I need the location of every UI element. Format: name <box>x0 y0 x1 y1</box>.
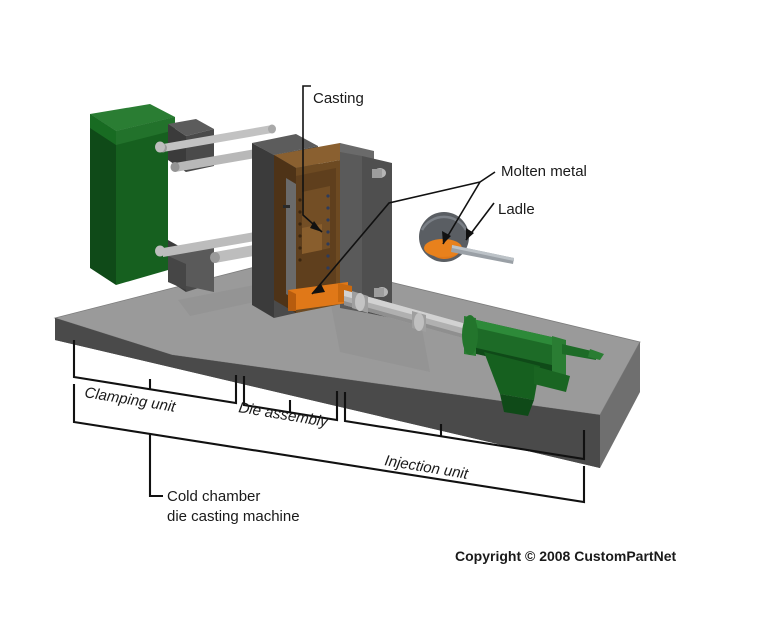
platen-right-front <box>362 156 392 318</box>
clamping-cylinder-block <box>90 104 175 285</box>
tie-bar-nub-lower <box>155 245 165 257</box>
ladle-molten-pool <box>424 239 462 257</box>
molten-leader-ladle <box>442 181 481 245</box>
stationary-platen-left <box>252 143 274 318</box>
injection-rod-end <box>588 349 604 360</box>
machine-label-line2: die casting machine <box>167 508 300 525</box>
molten-leader-stem <box>479 171 496 183</box>
injection-rod-tip <box>562 344 596 360</box>
machine-label-line1: Cold chamber <box>167 488 260 505</box>
ladle-rim <box>420 215 468 231</box>
die-face-sliver <box>286 178 296 300</box>
tie-bar-lower-front-cap <box>210 252 220 263</box>
tie-bar-upper-rear-cap <box>268 124 276 134</box>
moving-platen-window-side <box>168 160 186 250</box>
molten-leader-sleeve <box>311 181 481 295</box>
platen-leg-shade <box>168 256 186 290</box>
casting-label: Casting <box>313 90 364 107</box>
platen-right-top <box>340 143 374 160</box>
molten-metal-label: Molten metal <box>501 163 587 180</box>
ladle-leader-arrowhead <box>466 228 474 240</box>
clamp-block-left <box>90 114 116 285</box>
casting-leader-elbow <box>302 85 311 95</box>
plunger-collar-1-cap <box>355 293 365 311</box>
plunger-rod-highlight <box>344 290 470 330</box>
callout-molten-metal: Molten metal <box>311 163 587 295</box>
stationary-platen-top <box>252 134 318 155</box>
injection-cyl-body <box>468 318 556 372</box>
die-slot <box>283 205 290 208</box>
tie-bar-nub-upper <box>155 141 165 153</box>
copyright-notice: Copyright © 2008 CustomPartNet <box>455 548 676 564</box>
machine-bracket-leader <box>148 434 163 498</box>
clamp-block-bevel <box>116 117 175 145</box>
casting-leader-arrowhead <box>310 221 322 232</box>
callout-casting: Casting <box>302 85 364 233</box>
platen-bolt-upper-body <box>372 169 382 178</box>
plunger-collar-2-cap <box>414 313 424 331</box>
injection-mount-right <box>534 366 570 392</box>
molten-leader-ladle-arrowhead <box>442 231 451 244</box>
moving-platen-leg <box>168 247 214 292</box>
clamp-block-bevel-left <box>90 114 116 145</box>
tie-bar-lower-rear <box>163 229 272 257</box>
injection-flange-ring <box>462 315 478 355</box>
shot-sleeve-plunger-rod <box>344 290 477 344</box>
plunger-rod-shadow <box>344 301 470 340</box>
machine-bracket-span <box>72 384 586 504</box>
ejector-pin-dots <box>298 194 330 270</box>
base-right-face <box>600 342 640 468</box>
molten-metal-slab-shade <box>288 290 296 311</box>
callout-ladle: Ladle <box>465 201 535 241</box>
clamp-block-front <box>116 117 175 285</box>
injection-flange-rear <box>552 336 566 376</box>
injection-cyl-highlight <box>468 318 556 346</box>
injection-unit-cylinder <box>462 315 604 416</box>
platen-right-block <box>340 143 392 318</box>
casting-shape-2 <box>302 224 322 254</box>
molten-leader-sleeve-arrowhead <box>312 284 325 294</box>
base-front-face-b <box>55 318 600 468</box>
platen-bolt-lower-body <box>374 288 384 297</box>
moving-platen-window <box>186 166 214 250</box>
platen-right-mid <box>340 152 362 312</box>
molten-metal-slab <box>288 282 348 311</box>
tie-bar-upper-rear <box>163 125 272 152</box>
tie-bar-upper-front-cap2 <box>170 162 180 172</box>
injection-mount-foot <box>484 352 540 400</box>
moving-platen-top <box>168 119 214 136</box>
clamp-block-top <box>90 104 175 131</box>
ladle-label: Ladle <box>498 201 535 218</box>
injection-foot-base <box>500 394 534 416</box>
clamping-bracket-span <box>72 340 238 405</box>
injection-bracket-span <box>343 392 586 461</box>
ladle-handle-highlight <box>452 245 514 261</box>
bracket-whole-machine: Cold chamber die casting machine <box>72 384 586 525</box>
